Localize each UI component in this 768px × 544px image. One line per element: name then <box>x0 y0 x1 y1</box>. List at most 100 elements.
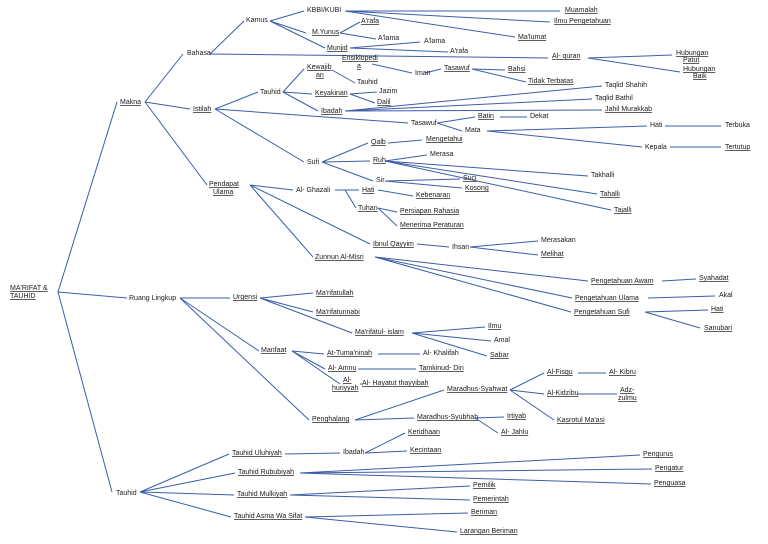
node-beriman: Beriman <box>471 509 497 516</box>
node-keyakinan: Keyakinan <box>315 90 348 97</box>
node-kepala: Kepala <box>645 144 667 151</box>
node-kbbi: KBBI/KUBI <box>307 7 341 14</box>
node-ruang-lingkup: Ruang Lingkup <box>129 295 176 302</box>
node-suci: Suci <box>463 175 477 182</box>
node-keridhaan: Keridhaan <box>408 429 440 436</box>
node-sabar: Sabar <box>490 352 509 359</box>
connector-line <box>144 53 184 103</box>
node-kamus: Kamus <box>246 17 268 24</box>
node-bahsi: Bahsi <box>508 66 526 73</box>
connector-line <box>291 350 326 370</box>
node-alama-2: A'lama <box>424 38 445 45</box>
node-tasawuf-1: Tasawuf <box>444 65 470 72</box>
connector-line <box>411 326 486 334</box>
connector-line <box>344 10 551 23</box>
connector-line <box>384 180 463 189</box>
node-root-line1: MA'RIFAT & <box>10 285 48 292</box>
node-adzzulmu-line1: Adz- <box>620 387 635 394</box>
node-terbuka: Terbuka <box>725 122 750 129</box>
node-urgensi: Urgensi <box>233 294 258 301</box>
node-hubungan-baik-line2: Baik <box>693 73 707 80</box>
node-menerima: Menerima Peraturan <box>400 222 464 229</box>
connector-line <box>647 295 716 299</box>
node-tajalli: Tajalli <box>614 207 632 214</box>
connector-line <box>349 93 376 104</box>
node-arafa-2: A'rafa <box>450 48 468 55</box>
node-pendapat-line2: Ulama <box>213 189 233 196</box>
connector-line <box>436 116 476 124</box>
connector-line <box>269 20 307 34</box>
connector-line <box>509 389 545 395</box>
connector-line <box>486 125 648 132</box>
connector-line <box>344 85 603 112</box>
connector-line <box>384 160 598 195</box>
connector-line <box>284 452 341 455</box>
connector-line <box>304 516 458 533</box>
connector-line <box>349 41 421 49</box>
connector-line <box>291 350 341 385</box>
node-iman: Iman <box>415 70 431 77</box>
node-persiapan: Persiapan Rahasia <box>400 208 459 215</box>
node-peng-sufi: Pengetahuan Sufi <box>574 309 630 316</box>
connector-line <box>331 69 356 84</box>
node-penguasa: Penguasa <box>654 480 686 487</box>
connector-line <box>259 297 353 334</box>
connector-line <box>214 108 409 124</box>
connector-line <box>321 142 369 163</box>
connector-line <box>374 256 572 313</box>
connector-line <box>339 21 361 34</box>
connector-line <box>299 454 641 474</box>
node-hubungan-patut-line1: Hubungan <box>676 50 708 57</box>
connector-line <box>384 160 612 211</box>
node-tamkinud: Tamkinud- Din <box>419 365 464 372</box>
connector-line <box>471 68 506 71</box>
connector-line <box>269 20 326 49</box>
node-hati-ghazali: Hati <box>362 187 375 194</box>
connector-line <box>139 491 235 496</box>
node-tauhid-asma: Tauhid Asma Wa Sifat <box>234 513 302 520</box>
connector-line <box>384 154 428 162</box>
node-kosong: Kosong <box>465 185 489 192</box>
connector-line <box>291 350 325 355</box>
node-khalifah: Al- Khalifah <box>423 350 459 357</box>
node-kibru: Al- Kibru <box>609 369 636 376</box>
node-manfaat: Manfaat <box>261 347 286 354</box>
node-sanubari: Sanubari <box>704 325 732 332</box>
connector-line <box>179 297 260 352</box>
node-adzzulmu: Adz-zulmu <box>618 387 637 402</box>
node-ensiklopedia-line1: Ensiklopedi <box>342 55 378 62</box>
connector-line <box>282 91 313 95</box>
node-marifatul-islam: Ma'rifatul- islam <box>355 329 404 336</box>
connector-line <box>377 189 414 197</box>
node-kasrotul: Kasrotul Ma'asi <box>557 417 605 424</box>
node-taqlid-bathil: Taqlid Bathil <box>595 95 633 102</box>
node-peng-awam: Pengetahuan Awam <box>591 278 654 285</box>
connector-line <box>587 54 673 59</box>
connector-line <box>259 297 314 313</box>
connector-line <box>269 10 305 22</box>
connector-line <box>486 130 643 148</box>
node-merasa: Merasa <box>430 151 453 158</box>
node-larangan-beriman: Larangan Beriman <box>460 528 518 535</box>
connector-line <box>179 297 310 421</box>
connector-line <box>344 98 593 112</box>
node-taqlid-shahih: Taqlid Shahih <box>605 82 647 89</box>
node-marifatullah: Ma'rifatullah <box>316 290 354 297</box>
connector-line <box>377 207 398 213</box>
node-root-line2: TAUHID <box>10 293 36 300</box>
connector-line <box>249 184 371 245</box>
node-ihsan: Ihsan <box>452 244 469 251</box>
connector-line <box>139 453 230 493</box>
connector-lines <box>57 10 721 533</box>
node-mengetahui: Mengetahui <box>426 136 463 143</box>
node-ruh: Ruh <box>373 157 386 164</box>
node-bahasa: Bahasa <box>187 50 211 57</box>
connector-line <box>344 109 603 112</box>
node-alquran: Al- quran <box>552 53 581 60</box>
connector-line <box>349 91 378 95</box>
connector-line <box>249 184 294 191</box>
node-root: MA'RIFAT &TAUHID <box>10 285 48 300</box>
node-malumat: Ma'lumat <box>518 34 546 41</box>
